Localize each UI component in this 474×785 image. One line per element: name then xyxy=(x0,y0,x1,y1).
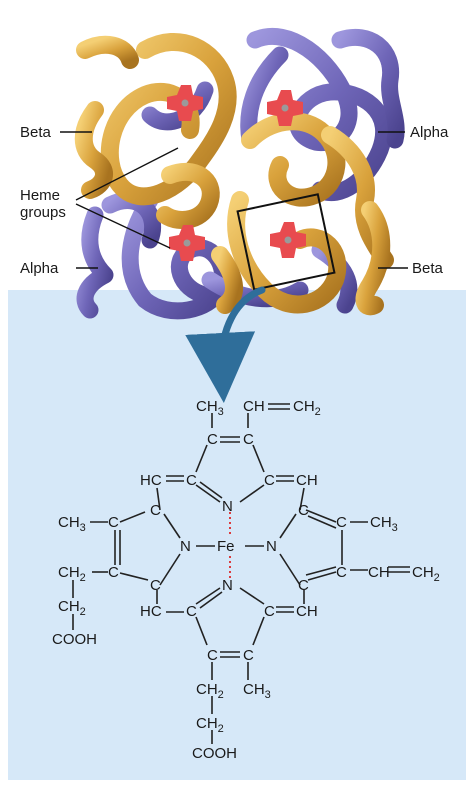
atom-c: C xyxy=(207,431,218,448)
heme-group-4 xyxy=(270,222,306,258)
atom-ch2-bottom: CH2 xyxy=(196,681,224,701)
atom-ch: CH xyxy=(296,472,318,489)
atom-ch: CH xyxy=(296,603,318,620)
label-alpha-right: Alpha xyxy=(410,124,449,141)
atom-ch3-left: CH3 xyxy=(58,514,86,534)
heme-group-3 xyxy=(169,225,205,261)
label-alpha-left: Alpha xyxy=(20,260,59,277)
zoom-arrow xyxy=(185,286,266,403)
atom-c: C xyxy=(186,472,197,489)
heme-highlight-box xyxy=(236,193,336,291)
atom-c: C xyxy=(186,603,197,620)
atom-n: N xyxy=(180,538,191,555)
heme-group-2 xyxy=(267,90,303,126)
structure-panel xyxy=(8,290,466,780)
atom-c: C xyxy=(108,564,119,581)
atom-n: N xyxy=(266,538,277,555)
atom-ch2-left: CH2 xyxy=(58,564,86,584)
atom-c: C xyxy=(298,577,309,594)
atom-c: C xyxy=(264,472,275,489)
atom-c: C xyxy=(207,647,218,664)
atom-vinyl-top-b: CH2 xyxy=(293,398,321,418)
atom-c: C xyxy=(150,502,161,519)
heme-group-1 xyxy=(167,85,203,121)
atom-n: N xyxy=(222,498,233,515)
atom-vinyl-right-b: CH2 xyxy=(412,564,440,584)
atom-c: C xyxy=(298,502,309,519)
atom-ch2-left-2: CH2 xyxy=(58,598,86,618)
atom-c: C xyxy=(336,514,347,531)
atom-c: C xyxy=(243,647,254,664)
atom-ch3-bottom: CH3 xyxy=(243,681,271,701)
atom-hc: HC xyxy=(140,603,162,620)
label-heme-line2: groups xyxy=(20,204,66,221)
label-heme-line1: Heme xyxy=(20,187,60,204)
label-beta-left: Beta xyxy=(20,124,52,141)
bond-lines xyxy=(72,403,410,744)
atom-cooh-left: COOH xyxy=(52,631,97,648)
atom-ch3-right: CH3 xyxy=(370,514,398,534)
atom-ch3-top: CH3 xyxy=(196,398,224,418)
atom-c: C xyxy=(243,431,254,448)
atom-c: C xyxy=(150,577,161,594)
atom-hc: HC xyxy=(140,472,162,489)
atom-ch2-bottom-2: CH2 xyxy=(196,715,224,735)
leader-lines xyxy=(60,131,408,269)
atom-c: C xyxy=(336,564,347,581)
hemoglobin-molecule xyxy=(74,27,405,320)
atom-vinyl-top-a: CH xyxy=(243,398,265,415)
heme-structure: CH3 CH CH2 C C HC C C CH N CH3 C C N Fe … xyxy=(52,398,440,762)
label-beta-right: Beta xyxy=(412,260,444,277)
atom-c: C xyxy=(264,603,275,620)
atom-vinyl-right-a: CH xyxy=(368,564,390,581)
atom-c: C xyxy=(108,514,119,531)
atom-n: N xyxy=(222,577,233,594)
atom-fe: Fe xyxy=(217,538,235,555)
atom-cooh-bottom: COOH xyxy=(192,745,237,762)
